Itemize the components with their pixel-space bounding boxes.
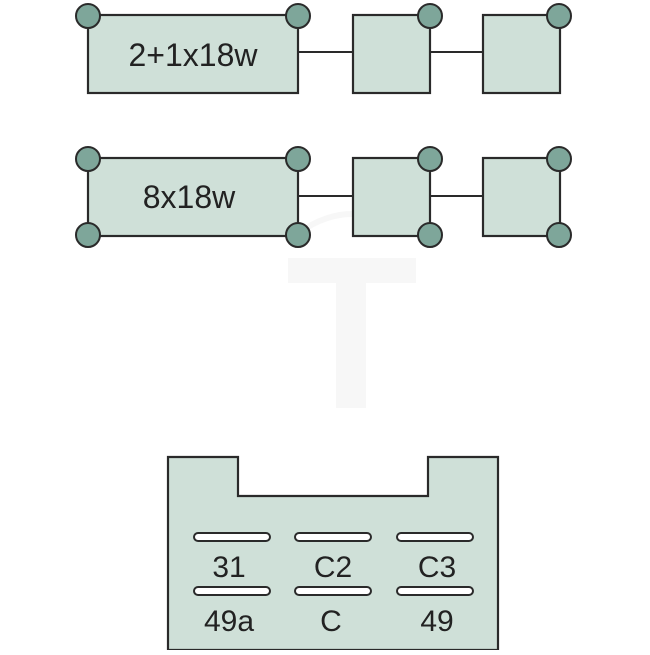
config-row-1: 2+1x18w: [75, 3, 572, 95]
pin-label: 49a: [204, 605, 254, 638]
pin-terminal: [396, 586, 474, 596]
flasher-unit-box: [86, 156, 300, 238]
pin-label: C: [320, 605, 342, 638]
lamp-box: [481, 156, 562, 238]
bulb-icon: [75, 3, 101, 29]
pin-terminal: [294, 586, 372, 596]
bulb-icon: [285, 146, 311, 172]
lamp-box: [351, 156, 432, 238]
bulb-icon: [417, 146, 443, 172]
config-label: 2+1x18w: [129, 37, 259, 73]
pin-terminal: [193, 586, 271, 596]
pin-label: 31: [212, 551, 245, 584]
bulb-icon: [546, 222, 572, 248]
bulb-icon: [417, 222, 443, 248]
lamp-box: [481, 13, 562, 95]
config-label: 8x18w: [143, 179, 236, 215]
bulb-icon: [546, 146, 572, 172]
flasher-unit-box: [86, 13, 300, 95]
bulb-icon: [285, 3, 311, 29]
pin-terminal: [396, 532, 474, 542]
pin-label: C3: [418, 551, 456, 584]
bulb-icon: [546, 3, 572, 29]
bulb-icon: [75, 146, 101, 172]
config-row-2: 8x18w: [75, 146, 572, 248]
pin-terminal: [294, 532, 372, 542]
bulb-icon: [75, 222, 101, 248]
bulb-icon: [417, 3, 443, 29]
bulb-icon: [285, 222, 311, 248]
lamp-box: [351, 13, 432, 95]
pin-label: 49: [420, 605, 453, 638]
pin-label: C2: [314, 551, 352, 584]
pin-terminal: [193, 532, 271, 542]
connector-pinout: 31 C2 C3 49a C 49: [166, 455, 500, 652]
